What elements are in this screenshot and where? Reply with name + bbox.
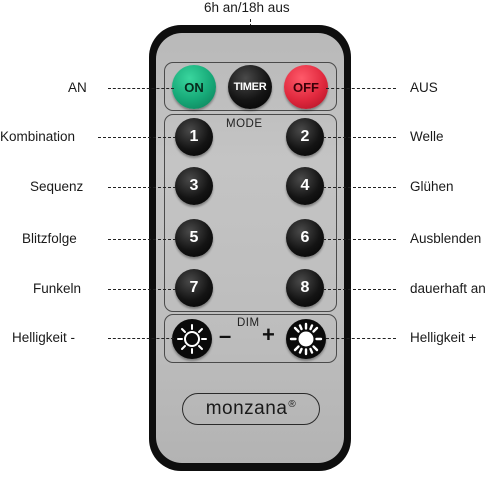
leader-button-5 [108, 239, 176, 240]
mode-title: MODE [226, 118, 263, 130]
dim-up-button[interactable] [286, 319, 326, 359]
dim-plus-sign: + [262, 322, 275, 347]
off-button[interactable]: OFF [284, 65, 328, 109]
label-button-3: Sequenz [30, 179, 84, 194]
sun-dim-icon [177, 324, 207, 354]
brand-name: monzana [205, 398, 288, 419]
mode-button-2[interactable]: 2 [286, 118, 324, 156]
mode-button-4-label: 4 [300, 177, 310, 194]
dim-minus-sign: – [219, 323, 232, 348]
dim-title: DIM [237, 317, 260, 329]
leader-button-6 [323, 239, 396, 240]
dim-down-button[interactable] [172, 319, 212, 359]
mode-button-3-label: 3 [189, 177, 199, 194]
mode-button-3[interactable]: 3 [175, 167, 213, 205]
power-panel [164, 62, 337, 111]
label-button-5: Blitzfolge [22, 231, 77, 246]
mode-button-2-label: 2 [300, 128, 310, 145]
brand-registered-mark: ® [288, 398, 297, 410]
leader-off [326, 88, 396, 89]
label-button-7: Funkeln [33, 281, 82, 296]
mode-panel [164, 114, 337, 312]
mode-button-1[interactable]: 1 [175, 118, 213, 156]
leader-on [108, 88, 174, 89]
mode-button-5-label: 5 [189, 229, 199, 246]
leader-dim-minus [108, 338, 174, 339]
mode-button-6[interactable]: 6 [286, 219, 324, 257]
mode-button-8-label: 8 [300, 279, 310, 296]
leader-button-7 [108, 289, 176, 290]
label-on: AN [68, 80, 87, 95]
off-button-label: OFF [293, 79, 319, 95]
on-button[interactable]: ON [172, 65, 216, 109]
mode-button-4[interactable]: 4 [286, 167, 324, 205]
leader-button-4 [323, 187, 396, 188]
label-button-4: Glühen [410, 179, 454, 194]
mode-button-1-label: 1 [189, 128, 199, 145]
mode-button-7-label: 7 [189, 279, 199, 296]
sun-bright-icon [289, 322, 323, 356]
label-button-6: Ausblenden [410, 231, 482, 246]
leader-button-3 [108, 187, 176, 188]
mode-button-8[interactable]: 8 [286, 269, 324, 307]
timer-button-label: TIMER [233, 81, 267, 93]
timer-button[interactable]: TIMER [228, 65, 272, 109]
leader-button-2 [323, 137, 396, 138]
label-off: AUS [410, 80, 438, 95]
on-button-label: ON [184, 79, 204, 95]
label-dim-plus: Helligkeit + [410, 330, 477, 345]
leader-button-8 [323, 289, 396, 290]
label-button-1: Kombination [0, 129, 76, 144]
leader-button-1 [98, 137, 176, 138]
mode-button-7[interactable]: 7 [175, 269, 213, 307]
brand-logo: monzana® [182, 393, 320, 425]
mode-button-5[interactable]: 5 [175, 219, 213, 257]
label-button-2: Welle [410, 129, 444, 144]
timer-description-label: 6h an/18h aus [204, 0, 290, 15]
label-button-8: dauerhaft an [410, 281, 486, 296]
label-dim-minus: Helligkeit - [12, 330, 76, 345]
mode-button-6-label: 6 [300, 229, 310, 246]
leader-dim-plus [326, 338, 396, 339]
